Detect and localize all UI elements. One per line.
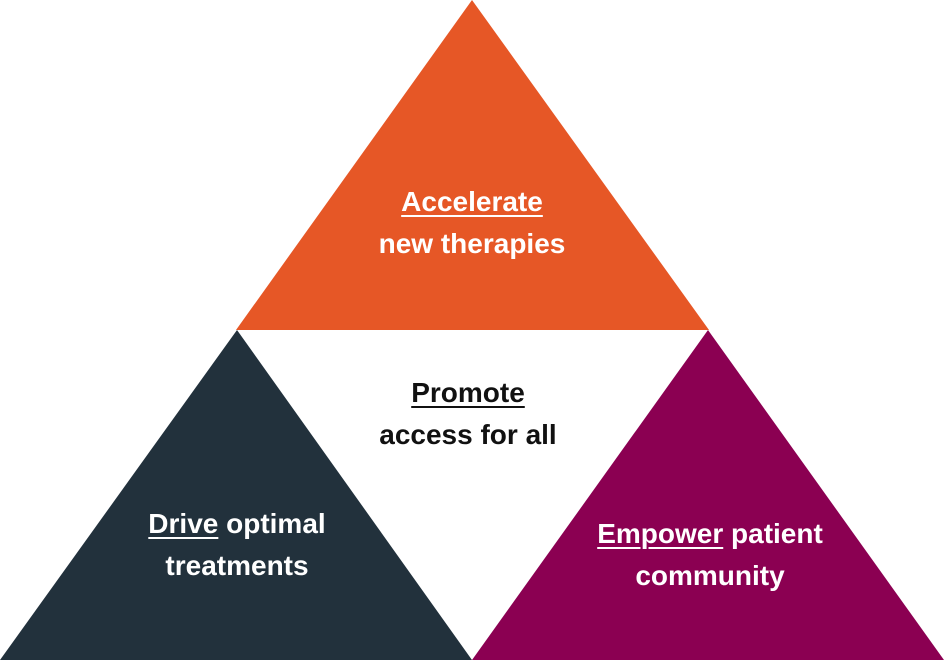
label-text: patient: [723, 518, 823, 549]
label-accelerate: Accelerate new therapies: [272, 181, 672, 265]
label-emphasis: Empower: [597, 518, 724, 549]
triangle-drive: [0, 330, 472, 660]
label-empower: Empower patient community: [510, 513, 910, 597]
triangle-accelerate: [236, 0, 709, 330]
label-line2: access for all: [379, 419, 557, 450]
label-line2: treatments: [165, 550, 309, 581]
triangle-empower: [472, 330, 944, 660]
label-drive: Drive optimal treatments: [37, 503, 437, 587]
label-emphasis: Promote: [411, 377, 525, 408]
label-emphasis: Drive: [148, 508, 219, 539]
label-text: optimal: [218, 508, 326, 539]
label-line2: community: [635, 560, 785, 591]
label-promote: Promote access for all: [268, 372, 668, 456]
label-emphasis: Accelerate: [401, 186, 543, 217]
label-line2: new therapies: [378, 228, 566, 259]
